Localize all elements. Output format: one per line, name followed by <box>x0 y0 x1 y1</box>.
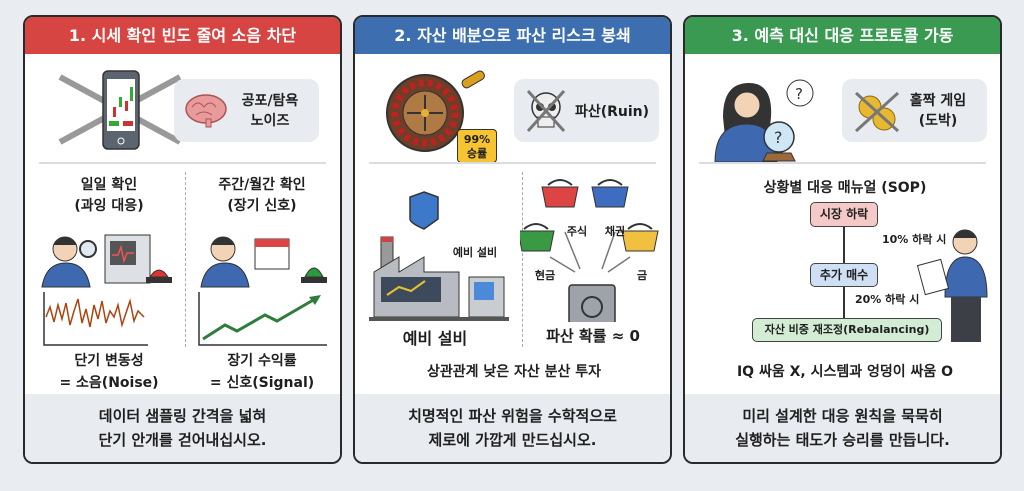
ruin-badge: 파산(Ruin) <box>514 79 659 142</box>
safe-icon <box>568 284 616 322</box>
flow-arrow <box>843 227 845 263</box>
factory-backup-illustration <box>369 191 509 321</box>
basket-label: 주식 <box>566 225 588 238</box>
divider <box>699 162 986 164</box>
footer-line: 미리 설계한 대응 원칙을 묵묵히 <box>742 407 943 425</box>
svg-text:?: ? <box>795 85 803 103</box>
footer-line: 제로에 가깝게 만드십시오. <box>428 431 597 449</box>
panel-title: 3. 예측 대신 대응 프로토콜 가동 <box>685 17 1000 54</box>
badge-line: (도박) <box>918 113 958 129</box>
person-with-checklist-illustration <box>916 229 988 342</box>
footer-line: 실행하는 태도가 승리를 만듭니다. <box>735 431 950 449</box>
win-rate-value: 99% <box>463 133 491 146</box>
weekly-check-illustration <box>198 236 327 346</box>
badge-line: 노이즈 <box>250 113 290 129</box>
flow-step-market-drop: 시장 하락 <box>810 202 878 227</box>
right-caption: = 신호(Signal) <box>209 375 315 391</box>
win-rate-label: 승률 <box>466 147 488 160</box>
panel-protocol: 3. 예측 대신 대응 프로토콜 가동 ? ? 홀짝 게임 (도박) 상황별 대응… <box>683 15 1002 464</box>
basket-label: 금 <box>636 269 648 282</box>
sop-title: 상황별 대응 매뉴얼 (SOP) <box>763 180 927 196</box>
right-subtitle: (장기 신호) <box>227 198 297 214</box>
flow-arrow <box>843 287 845 318</box>
flow-step-buy-more: 추가 매수 <box>810 263 878 287</box>
panel-title: 2. 자산 배분으로 파산 리스크 봉쇄 <box>355 17 670 54</box>
condition-label: 20% 하락 시 <box>855 293 920 306</box>
diversified-baskets-illustration <box>520 179 659 322</box>
crossed-coins-icon <box>854 91 900 133</box>
basket-label: 현금 <box>534 269 556 282</box>
divider <box>369 162 656 164</box>
footer-line: 데이터 샘플링 간격을 넓혀 <box>98 407 267 425</box>
right-caption: 장기 수익률 <box>227 353 297 369</box>
panel-title: 1. 시세 확인 빈도 줄여 소음 차단 <box>25 17 340 54</box>
panel-summary: 상관관계 낮은 자산 분산 투자 <box>426 364 602 380</box>
panel-summary: IQ 싸움 X, 시스템과 엉덩이 싸움 O <box>736 364 954 380</box>
ruin-label: 파산(Ruin) <box>574 104 650 120</box>
left-caption: = 소음(Noise) <box>59 375 159 391</box>
basket-bonds-icon <box>591 179 629 208</box>
factory-caption: 예비 설비 <box>402 329 468 348</box>
basket-cash-icon <box>520 223 555 252</box>
brain-icon <box>185 94 227 128</box>
basket-stocks-icon <box>541 179 579 208</box>
footer-line: 단기 안개를 걷어내십시오. <box>98 431 267 449</box>
flow-step-rebalancing: 자산 비중 재조정(Rebalancing) <box>752 318 942 342</box>
fortune-teller-illustration: ? ? <box>714 79 814 163</box>
left-subtitle: (과잉 대응) <box>74 198 144 214</box>
gamble-badge: 홀짝 게임 (도박) <box>842 79 987 142</box>
divider <box>39 162 326 164</box>
dashed-divider <box>522 172 523 347</box>
win-rate-tag: 99%승률 <box>457 129 497 163</box>
crossed-skull-icon <box>526 89 566 133</box>
basket-label: 채권 <box>604 225 626 238</box>
footer-line: 치명적인 파산 위험을 수학적으로 <box>408 407 617 425</box>
right-title: 주간/월간 확인 <box>218 177 306 193</box>
condition-label: 10% 하락 시 <box>882 233 947 246</box>
svg-text:?: ? <box>774 128 783 147</box>
panel-ruin: 2. 자산 배분으로 파산 리스크 봉쇄 99%승률 파산(Ruin) 예비 설… <box>353 15 672 464</box>
roulette-icon <box>386 70 485 152</box>
ruin-probability: 파산 확률 ≈ 0 <box>546 327 640 345</box>
badge-line: 공포/탐욕 <box>241 93 299 109</box>
daily-check-illustration <box>41 234 172 346</box>
backup-equipment-label: 예비 설비 <box>452 246 498 259</box>
crossed-phone-icon <box>58 70 182 150</box>
left-title: 일일 확인 <box>80 177 138 193</box>
dashed-divider <box>185 172 186 347</box>
badge-line: 홀짝 게임 <box>909 93 967 109</box>
left-caption: 단기 변동성 <box>74 353 144 369</box>
basket-gold-icon <box>621 223 659 252</box>
